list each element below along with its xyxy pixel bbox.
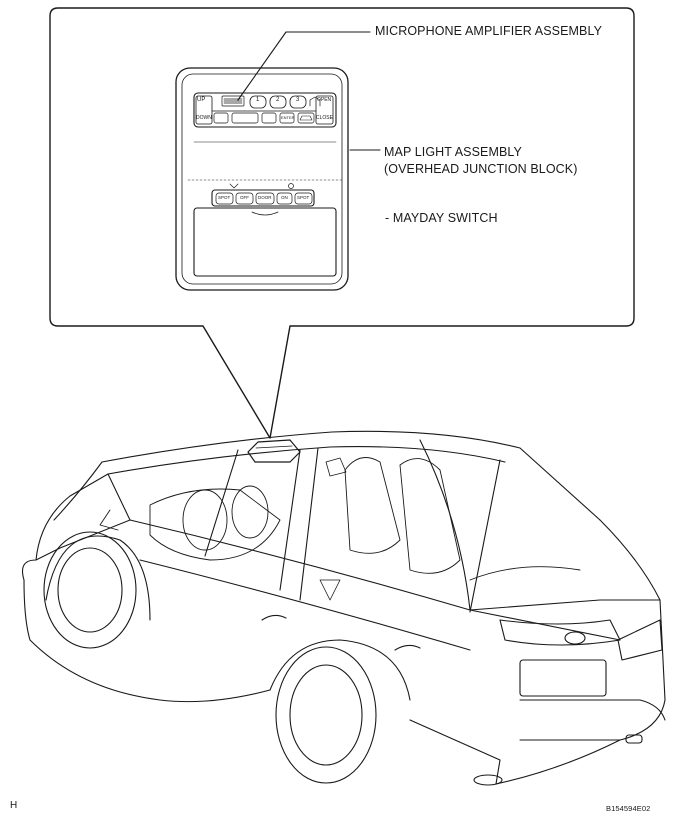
car-icon-button[interactable] [297, 112, 315, 124]
steering-wheel [182, 489, 228, 551]
close-label: CLOSE [316, 115, 333, 121]
light-icon-right [288, 183, 294, 189]
lid-handle [251, 211, 279, 216]
button-1-label: 1 [256, 97, 260, 103]
homelink-button-3[interactable] [289, 95, 307, 109]
rear-wheel [275, 646, 377, 784]
map-light-switch-panel [211, 189, 315, 207]
door-handle-front [261, 614, 287, 621]
microphone-amplifier-label: MICROPHONE AMPLIFIER ASSEMBLY [375, 24, 603, 38]
spot-left-button[interactable] [215, 192, 234, 205]
homelink-icon [309, 96, 321, 107]
door-label: DOOR [258, 195, 272, 200]
overhead-console-location [247, 439, 301, 463]
button-2-label: 2 [276, 97, 280, 103]
callout-box [49, 7, 635, 439]
front-wheel [43, 531, 137, 649]
microphone-leader [237, 31, 371, 101]
on-button[interactable] [276, 192, 293, 205]
enter-label: ENTER [281, 115, 295, 120]
overhead-console-housing [175, 67, 349, 291]
corner-letter: H [10, 800, 18, 811]
button-3-label: 3 [296, 97, 300, 103]
homelink-button-2[interactable] [269, 95, 287, 109]
car-icon [299, 115, 313, 121]
exhaust-tip [473, 774, 503, 786]
upper-switch-panel [193, 92, 337, 128]
overhead-junction-block-label: (OVERHEAD JUNCTION BLOCK) [384, 162, 578, 176]
homelink-button-1[interactable] [249, 95, 267, 109]
open-label: OPEN [317, 97, 332, 103]
off-label: OFF [240, 195, 249, 200]
off-button[interactable] [235, 192, 254, 205]
spot-right-button[interactable] [294, 192, 313, 205]
rear-emblem [564, 631, 586, 645]
mayday-switch-label: - MAYDAY SWITCH [385, 211, 498, 225]
light-icon-left [229, 183, 239, 189]
on-label: ON [281, 195, 288, 200]
figure-code: B154594E02 [606, 804, 651, 813]
door-handle-rear [394, 644, 421, 651]
spot-left-label: SPOT [218, 195, 231, 200]
car-outline [21, 430, 666, 786]
microphone-grille [221, 95, 245, 107]
down-label: DOWN [196, 115, 212, 121]
mayday-switch[interactable] [231, 112, 259, 124]
voice-button[interactable] [261, 112, 277, 124]
enter-button[interactable] [279, 112, 295, 124]
spot-right-label: SPOT [297, 195, 310, 200]
front-seat [344, 457, 401, 554]
door-button[interactable] [255, 192, 275, 205]
sunglass-holder-lid [193, 207, 337, 277]
license-plate-area [519, 659, 607, 697]
map-light-assembly-label: MAP LIGHT ASSEMBLY [384, 145, 522, 159]
up-label: UP [197, 97, 206, 103]
phone-button[interactable] [213, 112, 229, 124]
sunroof-slide-switch[interactable] [315, 95, 334, 125]
sunroof-tilt-switch[interactable] [195, 95, 213, 125]
rear-seat [399, 458, 461, 574]
